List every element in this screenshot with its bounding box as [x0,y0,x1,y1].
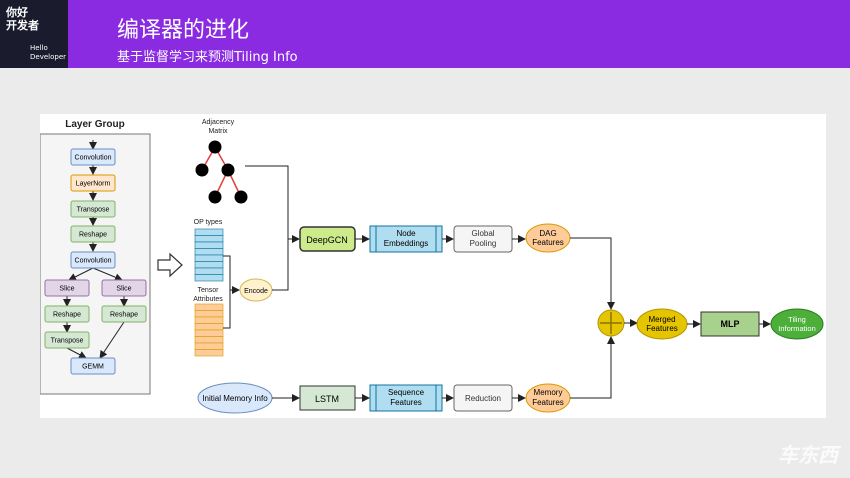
layer-node-label: Slice [116,286,131,293]
seq-label-1: Sequence [388,388,425,397]
architecture-diagram: Layer Group ConvolutionLayerNormTranspos… [39,119,824,414]
layer-node-label: GEMM [82,364,104,371]
deepgcn-label: DeepGCN [306,235,348,245]
node-emb-label-2: Embeddings [384,239,428,248]
stack-cell [194,316,224,324]
layer-node [70,174,116,192]
edge-adj-deepgcn [245,165,289,239]
stack-cell [194,349,224,357]
lstm-label: LSTM [315,394,339,404]
layer-node-label: LayerNorm [76,181,111,188]
dag-label-1: DAG [539,229,556,238]
node-emb-label-1: Node [396,229,416,238]
reduction-label: Reduction [465,394,501,403]
mem-label-1: Memory [534,388,563,397]
gp-label-2: Pooling [470,239,497,248]
mlp-label: MLP [721,319,740,329]
layer-node-label: Reshape [79,232,107,239]
layer-node-label: Transpose [51,338,84,345]
mem-label-2: Features [532,398,564,407]
stack-cell [194,254,224,262]
tensor-label-1: Tensor [197,287,219,294]
gp-label-1: Global [471,229,494,238]
graph-nodes-icon [195,140,248,204]
layer-node [70,148,116,166]
layer-node [70,225,116,243]
stack-cell [194,267,224,275]
layer-node [44,305,90,323]
node-embeddings-node [369,225,443,253]
layer-node-label: Convolution [75,258,112,265]
stack-cell [194,329,224,337]
dag-label-2: Features [532,238,564,247]
page-title: 编译器的进化 [117,18,250,43]
tiling-label-1: Tiling [788,315,806,324]
tiling-info-node [770,308,824,340]
layer-group-nodes: ConvolutionLayerNormTransposeReshapeConv… [44,140,147,375]
stack-cell [194,235,224,243]
tensor-attr-stack [194,303,224,357]
edge-dag-merge [570,237,615,310]
seq-label-2: Features [390,398,422,407]
stack-cell [194,323,224,331]
logo-small-1: Hello [30,44,48,52]
stack-cell [194,274,224,282]
merged-label-1: Merged [648,315,675,324]
layer-node-label: Convolution [75,155,112,162]
op-types-label: OP types [194,219,223,226]
edge-encode-deepgcn [272,235,300,291]
initial-memory-label: Initial Memory Info [202,394,268,403]
layer-node-label: Reshape [110,312,138,319]
logo-text-1: 你好 [6,6,28,19]
layer-node [44,331,90,349]
flow-arrow-icon [157,252,183,278]
adjacency-label-1: Adjacency [202,119,235,126]
stack-cell [194,261,224,269]
stack-cell [194,310,224,318]
page-subtitle: 基于监督学习来预测Tiling Info [117,50,298,65]
logo-small-2: Developer [30,53,67,61]
layer-node-label: Transpose [77,207,110,214]
layer-edge [92,267,123,282]
layer-node [70,251,116,269]
tensor-label-2: Attributes [193,296,223,303]
layer-node [101,305,147,323]
stack-cell [194,303,224,311]
layer-edge [99,321,125,359]
adjacency-label-2: Matrix [208,128,228,135]
layer-edge [68,267,94,281]
layer-node-label: Slice [59,286,74,293]
tiling-label-2: Information [778,324,816,333]
merged-label-2: Features [646,324,678,333]
layer-edge [66,347,87,359]
layer-node [101,279,147,297]
mlp-node [700,311,760,337]
layer-node-label: Reshape [53,312,81,319]
bracket-lines [223,255,231,329]
edge-mem-merge [570,336,615,399]
layer-group-title: Layer Group [65,119,124,130]
watermark: 车东西 [778,443,838,467]
layer-node [70,200,116,218]
header-bar [0,0,850,68]
stack-cell [194,342,224,350]
layer-node [70,357,116,375]
encode-label: Encode [244,288,268,295]
lstm-node [299,385,356,411]
stack-cell [194,241,224,249]
stack-cell [194,228,224,236]
stack-cell [194,248,224,256]
logo-text-2: 开发者 [6,19,39,32]
stack-cell [194,336,224,344]
op-types-stack [194,228,224,282]
layer-node [44,279,90,297]
